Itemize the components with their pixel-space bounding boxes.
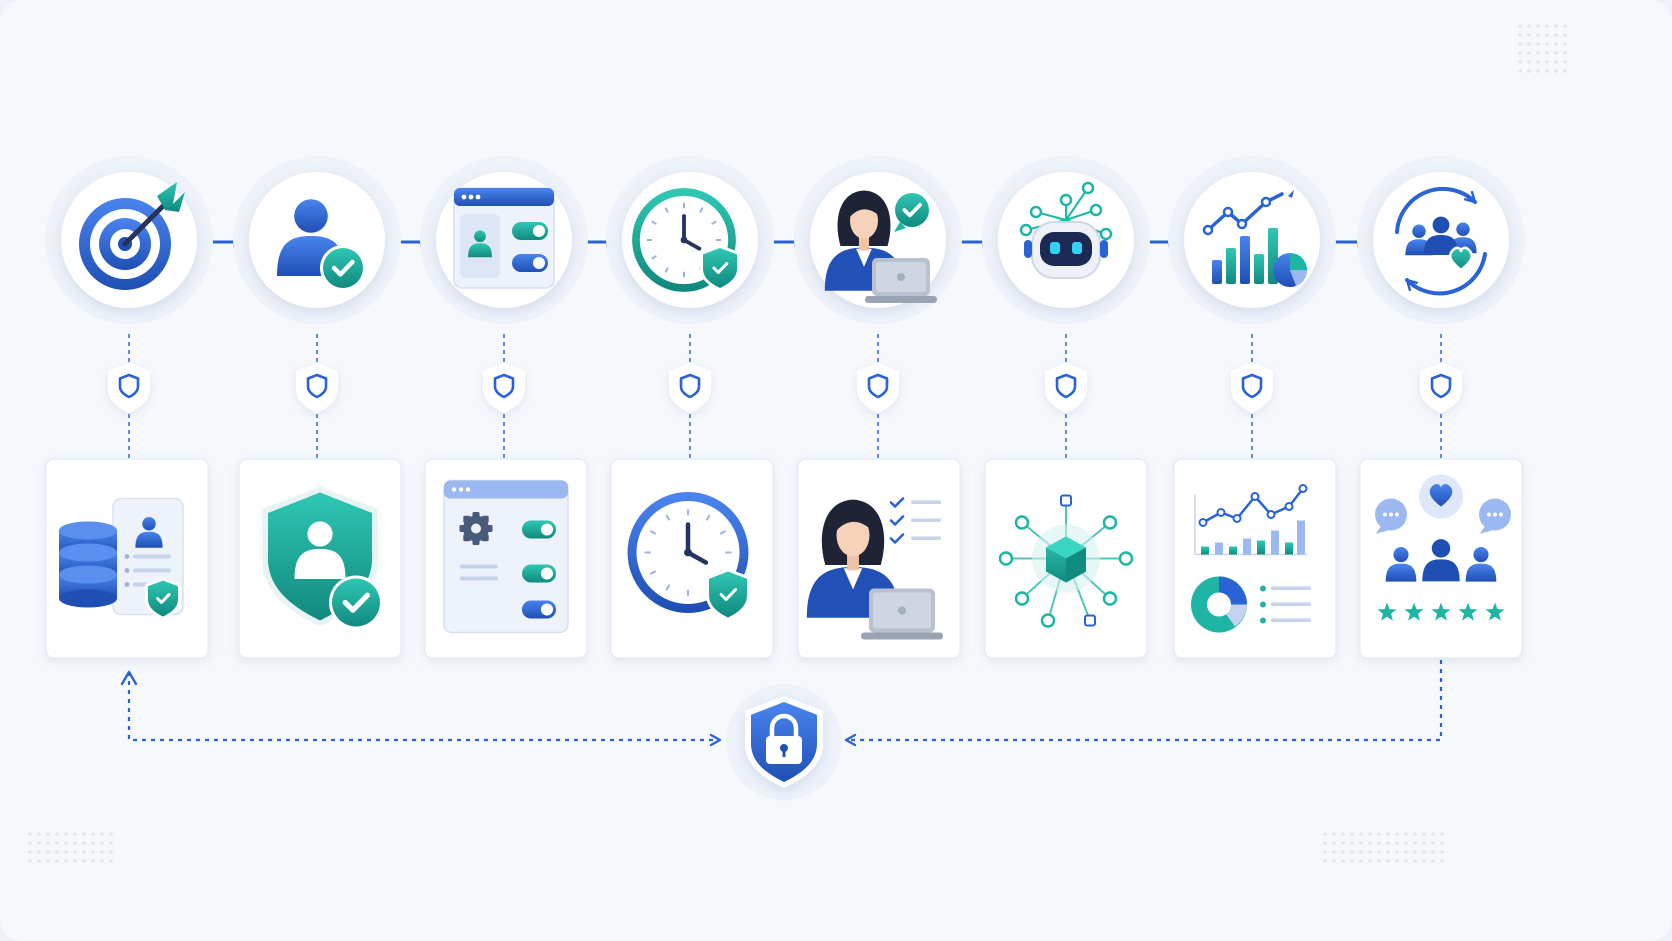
stage-cards bbox=[45, 458, 1523, 659]
stage-card bbox=[238, 458, 402, 659]
stage-card bbox=[1359, 458, 1523, 659]
stage-circles bbox=[45, 156, 1525, 324]
shield-icon bbox=[296, 363, 338, 413]
decorative-dot-grid bbox=[28, 24, 1567, 863]
user-verified-icon bbox=[277, 199, 366, 291]
analytics-chart-icon bbox=[1202, 190, 1308, 287]
stage-card bbox=[1173, 458, 1337, 659]
clock-shield-icon bbox=[632, 188, 740, 292]
agent-laptop-check-icon bbox=[824, 190, 937, 303]
stage-card bbox=[797, 458, 961, 659]
shield-icon bbox=[108, 363, 150, 413]
customer-feedback-rating-icon bbox=[1375, 474, 1511, 621]
shield-icon bbox=[1420, 363, 1462, 413]
padlock-shield-icon bbox=[726, 684, 842, 800]
rating-star-icon bbox=[1485, 602, 1505, 621]
network-cube-icon bbox=[998, 494, 1134, 628]
clock-shield-icon bbox=[627, 492, 750, 621]
shield-icon bbox=[857, 363, 899, 413]
stage-circle bbox=[982, 156, 1150, 324]
settings-panel-icon bbox=[443, 479, 569, 634]
shield-icon bbox=[483, 363, 525, 413]
stage-link bbox=[857, 334, 899, 458]
stage-link bbox=[108, 334, 150, 458]
customer-loyalty-cycle-icon bbox=[1395, 187, 1487, 296]
ai-robot-network-icon bbox=[1019, 181, 1113, 279]
stage-link bbox=[1231, 334, 1273, 458]
stage-card bbox=[610, 458, 774, 659]
rating-star-icon bbox=[1458, 602, 1478, 621]
stage-circle bbox=[794, 156, 962, 324]
stage-link bbox=[1420, 334, 1462, 458]
stage-circle bbox=[45, 156, 213, 324]
stage-card-links bbox=[108, 334, 1462, 458]
target-arrow-icon bbox=[79, 182, 185, 290]
rating-star-icon bbox=[1431, 602, 1451, 621]
shield-icon bbox=[669, 363, 711, 413]
stage-circle bbox=[233, 156, 401, 324]
stage-link bbox=[1045, 334, 1087, 458]
stage-link bbox=[296, 334, 338, 458]
rating-star-icon bbox=[1377, 602, 1397, 621]
agent-checklist-icon bbox=[806, 497, 943, 640]
database-profile-icon bbox=[59, 497, 184, 620]
loop-connector-right bbox=[844, 660, 1443, 747]
stage-card bbox=[424, 458, 588, 659]
rating-star-icon bbox=[1404, 602, 1424, 621]
analytics-dashboard-icon bbox=[1191, 484, 1311, 633]
shield-icon bbox=[1045, 363, 1087, 413]
settings-toggles-window-icon bbox=[453, 187, 555, 289]
stage-card bbox=[45, 458, 209, 659]
stage-circle bbox=[1168, 156, 1336, 324]
stage-card bbox=[984, 458, 1148, 659]
stage-link bbox=[669, 334, 711, 458]
stage-link bbox=[483, 334, 525, 458]
shield-user-icon bbox=[262, 486, 383, 630]
stage-circle bbox=[420, 156, 588, 324]
security-loop bbox=[120, 660, 1443, 800]
stage-circle bbox=[1357, 156, 1525, 324]
loop-connector-left bbox=[127, 672, 722, 747]
stage-circle bbox=[606, 156, 774, 324]
shield-icon bbox=[1231, 363, 1273, 413]
